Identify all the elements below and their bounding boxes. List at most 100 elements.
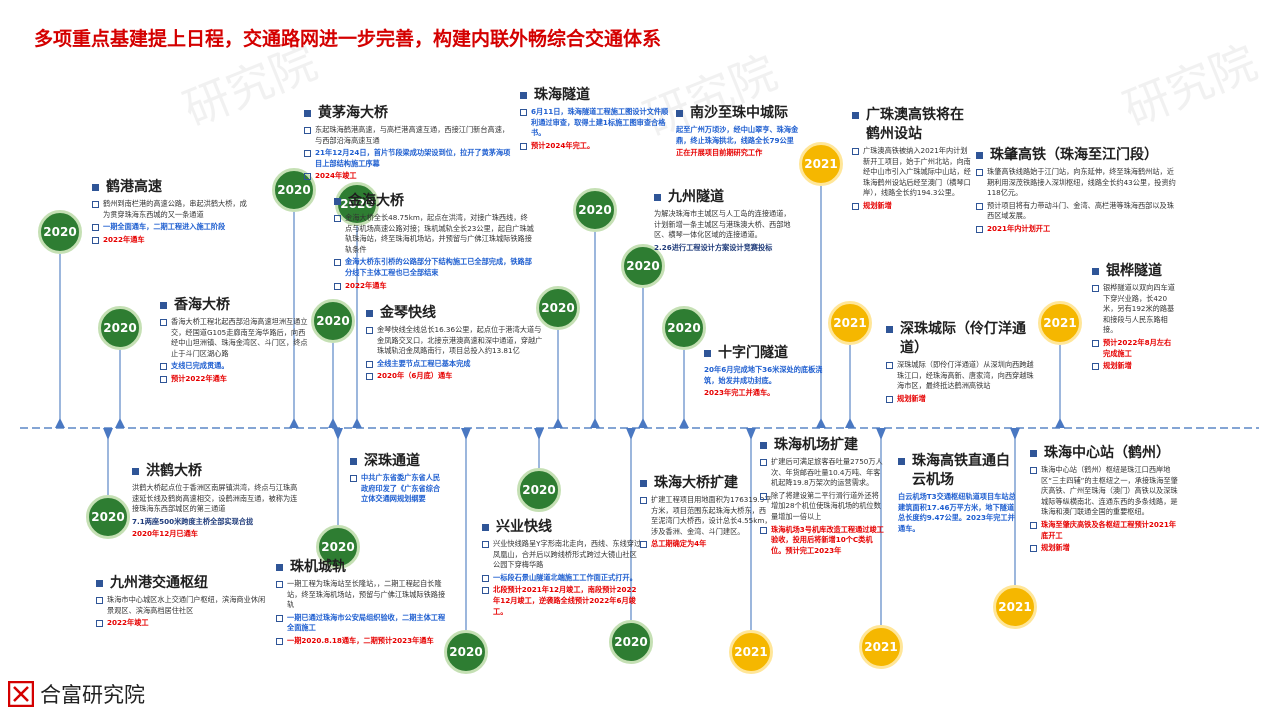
tick-up-11 [845,418,855,428]
tick-up-3 [289,418,299,428]
year-badge-2021: 2021 [1038,301,1082,345]
project-line: 一期全面通车，二期工程进入施工阶段 [103,222,226,232]
project-title: 鹤港高速 [106,179,162,195]
project-zhuji-rail: 珠机城轨 一期工程为珠海站至长隆站，，二期工程起自长隆站，终至珠海机场站，预留与… [276,558,448,647]
checkbox-bullet-icon [1030,467,1037,474]
checkbox-bullet-icon [520,142,527,150]
checkbox-bullet-icon [640,541,647,549]
checkbox-bullet-icon [886,395,893,403]
bullet-icon [304,110,311,117]
project-title: 金海大桥 [348,193,404,209]
project-line: 2020年12月已通车 [132,529,198,539]
checkbox-bullet-icon [304,127,311,134]
tick-up-5 [352,418,362,428]
year-badge-2020: 2020 [335,182,379,226]
project-line: 珠肇高铁线路始于江门站，向东延伸，终至珠海鹤州站，近期利用深茂铁路接入深圳枢纽，… [987,167,1176,198]
project-line: 珠海市中心城区水上交通门户枢纽，滨海商业休闲景观区、滨海高档居住社区 [107,595,266,615]
bullet-icon [334,198,341,205]
project-line: 6月11日，珠海隧道工程施工图设计文件顺利通过审查，取得土建1标施工图审查合格书… [531,107,669,138]
checkbox-bullet-icon [304,150,311,158]
project-title: 九州隧道 [668,189,724,205]
project-line: 香海大桥工程北起西部沿海高速坦洲互通立交，经国道G105走廊南至海华路后，向西经… [171,317,308,358]
project-highspeed-baiyun: 珠海高铁直通白云机场 白云机场T3交通枢纽轨道项目车站总建筑面积17.46万平方… [898,452,1016,534]
project-hegang: 鹤港高速 鹤州到南栏港的高速公路，串起洪鹤大桥，成为贯穿珠海东西城的又一条通道 … [92,178,250,245]
tick-up-1 [55,418,65,428]
checkbox-bullet-icon [482,574,489,582]
checkbox-bullet-icon [334,282,341,290]
checkbox-bullet-icon [1030,545,1037,553]
year-badge-2021: 2021 [799,142,843,186]
project-line: 2022年竣工 [107,618,149,628]
project-line: 兴业快线路呈Y字形南北走向，西线、东线穿过凤凰山，合并后以跨线桥形式跨过大镜山社… [493,539,642,570]
tick-down-5 [626,428,636,440]
checkbox-bullet-icon [160,363,167,371]
project-line: 2023年完工并通车。 [704,388,775,398]
bullet-icon [160,302,167,309]
checkbox-bullet-icon [1030,521,1037,529]
project-shenzhu-intercity: 深珠城际（伶仃洋通道） 深珠城际（即伶仃洋通道）从深圳向西跨越珠江口，经珠海高新… [886,320,1034,404]
bullet-icon [976,152,983,159]
project-title: 珠海大桥扩建 [654,475,738,491]
year-badge-2020: 2020 [272,168,316,212]
bullet-icon [520,92,527,99]
checkbox-bullet-icon [96,597,103,604]
project-line: 全线主要节点工程已基本完成 [377,358,471,368]
tick-up-6 [553,418,563,428]
tick-up-7 [590,418,600,428]
bullet-icon [350,458,357,465]
checkbox-bullet-icon [160,375,167,383]
checkbox-bullet-icon [276,614,283,622]
tick-up-8 [638,418,648,428]
logo-mark-icon [8,681,34,707]
brand-logo: 合富研究院 [8,679,145,709]
project-zhuzhao: 珠肇高铁（珠海至江门段） 珠肇高铁线路始于江门站，向东延伸，终至珠海鹤州站，近期… [976,146,1176,235]
project-line: 规划新增 [897,393,926,403]
project-line: 预计2022年通车 [171,373,227,383]
year-badge-2020: 2020 [86,495,130,539]
bullet-icon [760,442,767,449]
bullet-icon [1030,450,1037,457]
year-badge-2021: 2021 [729,630,773,674]
checkbox-bullet-icon [366,360,373,368]
checkbox-bullet-icon [976,169,983,176]
project-line: 金海大桥全长48.75km，起点在洪湾，对接广珠西线，终点与机场高速公路对接；珠… [345,213,534,254]
tick-down-6 [746,428,756,440]
year-badge-2021: 2021 [828,301,872,345]
project-line: 2022年通车 [103,234,145,244]
checkbox-bullet-icon [852,202,859,210]
project-line: 2021年内计划开工 [987,223,1051,233]
checkbox-bullet-icon [520,109,527,116]
checkbox-bullet-icon [96,620,103,628]
tick-down-4 [534,428,544,440]
project-zhuhai-tunnel: 珠海隧道 6月11日，珠海隧道工程施工图设计文件顺利通过审查，取得土建1标施工图… [520,86,670,151]
year-badge-2020: 2020 [517,468,561,512]
checkbox-bullet-icon [760,459,767,466]
project-line: 2.26进行工程设计方案设计竞赛投标 [654,242,773,252]
checkbox-bullet-icon [760,526,767,534]
project-title: 十字门隧道 [718,345,788,361]
checkbox-bullet-icon [334,259,341,267]
project-line: 珠海中心站（鹤州）枢纽是珠江口西岸地区“三主四辅”的主枢纽之一，承接珠海至肇庆高… [1041,465,1178,517]
project-line: 东起珠海鹤港高速，与高栏港高速互通，西接江门新台高速，与西部沿海高速互通 [315,125,510,145]
checkbox-bullet-icon [304,173,311,181]
project-huangmaohai: 黄茅海大桥 东起珠海鹤港高速，与高栏港高速互通，西接江门新台高速，与西部沿海高速… [304,104,514,182]
tick-up-4 [328,418,338,428]
project-line: 深珠城际（即伶仃洋通道）从深圳向西跨越珠江口，经珠海高新、唐家湾，向西穿越珠海市… [897,360,1034,391]
project-line: 白云机场T3交通枢纽轨道项目车站总建筑面积17.46万平方米，地下隧道总长度约9… [898,492,1016,533]
project-title: 金琴快线 [380,305,436,321]
project-title: 广珠澳高铁将在鹤州设站 [866,107,964,142]
project-line: 支线已完成贯通。 [171,361,229,371]
project-jinqin: 金琴快线 金琴快线全线总长16.36公里，起点位于港湾大道与金凤路交叉口，北接京… [366,304,544,382]
bullet-icon [704,350,711,357]
project-title: 兴业快线 [496,519,552,535]
bullet-icon [676,110,683,117]
project-line: 北段预计2021年12月竣工，南段预计2022年12月竣工，逆袭路全线预计202… [493,585,637,616]
checkbox-bullet-icon [366,327,373,334]
tick-down-1 [103,428,113,440]
project-line: 预计2022年8月左右完成施工 [1103,337,1172,358]
project-title: 银桦隧道 [1106,263,1162,279]
project-line: 2020年（6月底）通车 [377,371,453,381]
project-zhuhai-bridge: 珠海大桥扩建 扩建工程项目用地面积为176319.9平方米，项目范围东起珠海大桥… [640,474,772,550]
checkbox-bullet-icon [366,373,373,381]
